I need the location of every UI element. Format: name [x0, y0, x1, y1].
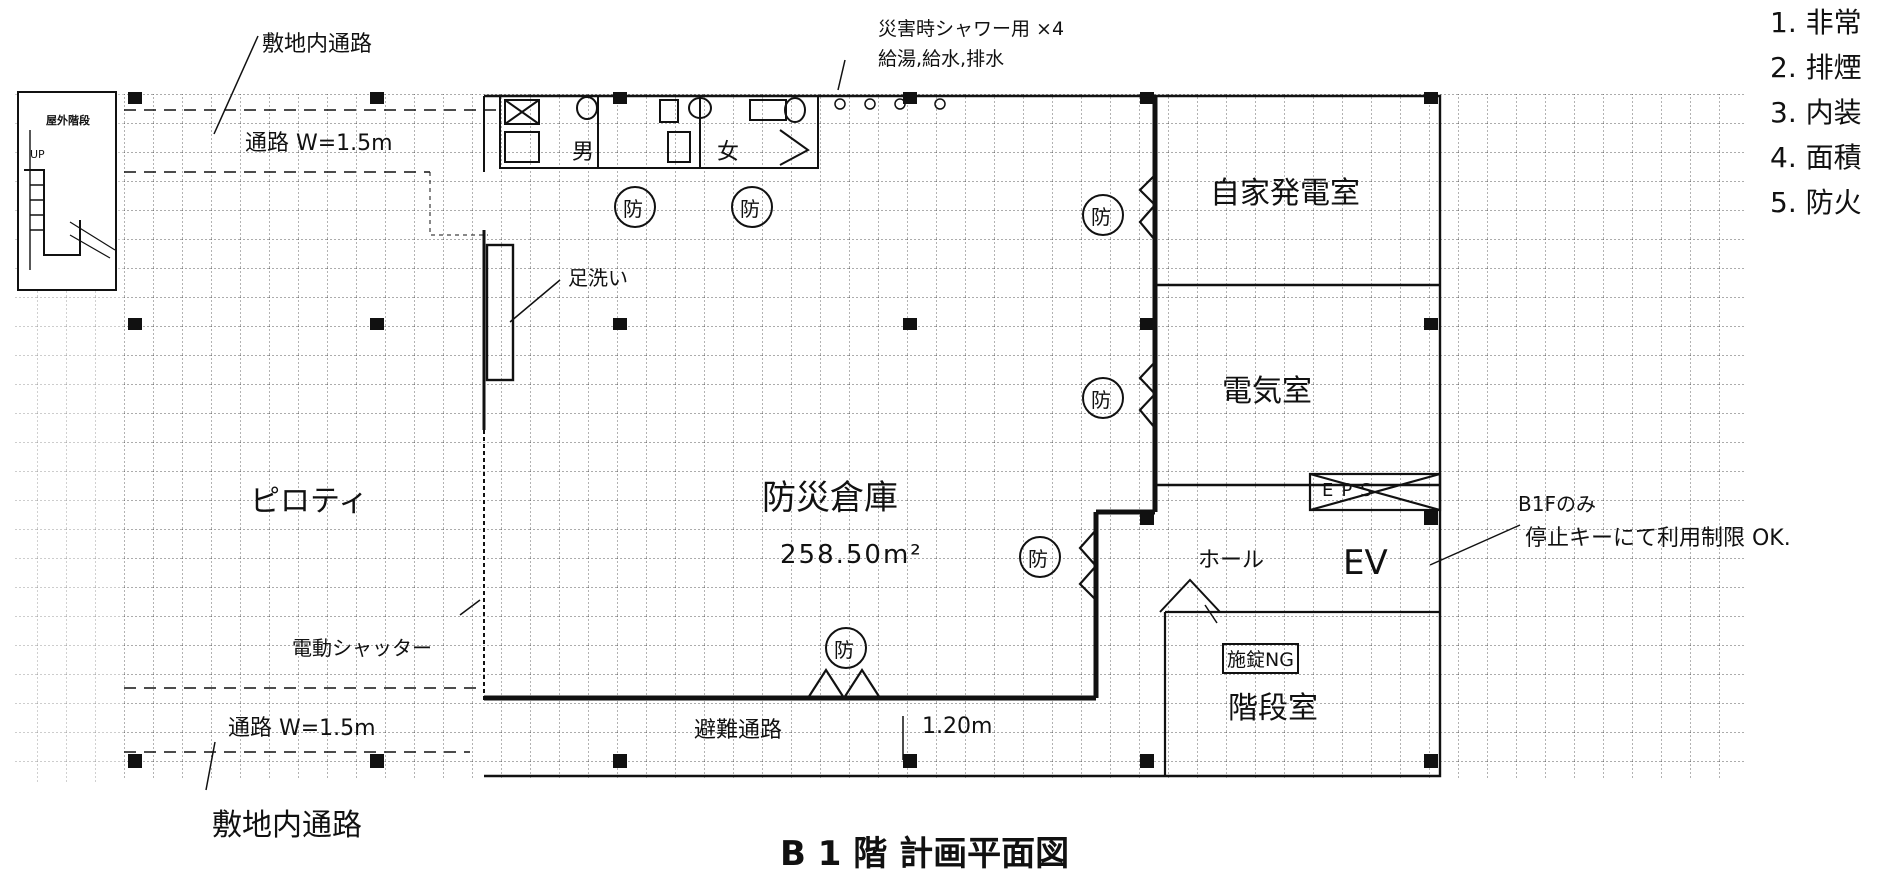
foot-wash-label: 足洗い: [568, 266, 628, 290]
site-passage-top-label: 敷地内通路: [262, 32, 373, 57]
mens-toilet-label: 男: [572, 140, 595, 165]
legend-item-1: 1. 非常: [1770, 6, 1862, 39]
private-generator-room-label: 自家発電室: [1210, 176, 1360, 211]
passage-width-top-label: 通路 W=1.5m: [245, 131, 393, 156]
floor-area-label: 258.50m²: [780, 540, 923, 570]
fire-door-symbols: [614, 186, 1124, 669]
route-width-label: 1.20m: [922, 714, 993, 739]
fire-door-label-4: 防: [1091, 388, 1111, 412]
site-passage-bottom: [124, 687, 480, 753]
notes-legend: 1. 非常 2. 排煙 3. 内装 4. 面積 5. 防火: [1770, 0, 1883, 225]
stop-key-note-label: 停止キーにて利用制限 OK.: [1525, 526, 1791, 551]
piloti-label: ピロティ: [250, 484, 369, 519]
shower-services-label: 給湯,給水,排水: [878, 48, 1005, 70]
floor-plan-title: B 1 階 計画平面図: [780, 834, 1070, 874]
legend-item-3: 3. 内装: [1770, 96, 1862, 129]
building-walls: [482, 94, 1442, 778]
legend-item-5: 5. 防火: [1770, 186, 1862, 219]
site-passage-bottom-label: 敷地内通路: [212, 808, 362, 843]
structural-columns: [128, 92, 1438, 768]
leader-arrows: [205, 35, 1521, 791]
shower-heads: [834, 98, 946, 110]
foot-wash-basin: [485, 243, 515, 382]
stairs-up-label: UP: [30, 148, 45, 161]
outdoor-stairs-label: 屋外階段: [46, 114, 90, 127]
grid-field: [124, 94, 1746, 778]
womens-toilet-label: 女: [717, 140, 740, 165]
folding-doors: [807, 174, 1157, 701]
outdoor-stairs: [17, 91, 117, 291]
electrical-room-label: 電気室: [1222, 374, 1312, 409]
fire-door-label-6: 防: [834, 638, 854, 662]
stair-landing: [1159, 578, 1221, 613]
fire-door-label-2: 防: [740, 197, 760, 221]
legend-item-4: 4. 面積: [1770, 141, 1862, 174]
fire-door-label-3: 防: [1091, 205, 1111, 229]
toilet-block: [499, 95, 819, 169]
disaster-warehouse-label: 防災倉庫: [762, 478, 898, 518]
eps-shaft: [1308, 472, 1442, 512]
fire-door-label-5: 防: [1028, 547, 1048, 571]
ev-label: EV: [1343, 543, 1388, 583]
b1f-only-label: B1Fのみ: [1518, 492, 1596, 516]
legend-item-2: 2. 排煙: [1770, 51, 1862, 84]
electric-shutter-label: 電動シャッター: [292, 636, 432, 660]
evacuation-route-label: 避難通路: [694, 718, 783, 743]
hall-label: ホール: [1198, 548, 1265, 573]
eps-label: EPS: [1322, 480, 1380, 501]
fire-door-label-1: 防: [623, 197, 643, 221]
passage-width-bottom-label: 通路 W=1.5m: [228, 716, 376, 741]
stair-room-label: 階段室: [1228, 691, 1318, 726]
lock-ng-label: 施錠NG: [1222, 643, 1299, 674]
floor-plan-drawing: [14, 35, 1746, 791]
disaster-shower-label: 災害時シャワー用 ×4: [878, 18, 1065, 40]
site-passage-top: [124, 109, 500, 173]
